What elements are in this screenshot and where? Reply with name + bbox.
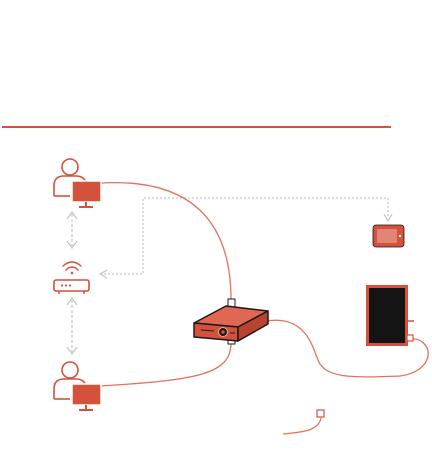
wifi-router[interactable]	[53, 261, 90, 294]
tablet-icon	[372, 224, 405, 248]
user-workstation-bottom[interactable]	[53, 361, 102, 411]
user-icon	[53, 361, 87, 400]
wifi-icon	[62, 261, 82, 275]
display-panel-icon	[366, 285, 414, 346]
cable-bottom-user-hub	[100, 342, 232, 387]
user-icon	[53, 158, 87, 197]
plug-icon	[316, 409, 325, 418]
cable-end-tail	[282, 417, 322, 435]
monitor-icon	[71, 180, 102, 208]
cable-end-plug	[316, 409, 325, 418]
cable-top-user-hub	[100, 181, 232, 301]
router-icon	[53, 279, 90, 294]
cables	[100, 181, 429, 435]
wireless-links	[66, 197, 393, 356]
link-router-tablet	[100, 197, 389, 275]
central-hub[interactable]	[193, 298, 269, 345]
display-panel[interactable]	[366, 285, 414, 346]
user-workstation-top[interactable]	[53, 158, 102, 208]
hub-device-icon	[193, 298, 269, 345]
tablet[interactable]	[372, 224, 405, 248]
cable-hub-display	[265, 319, 429, 378]
monitor-icon	[71, 383, 102, 411]
